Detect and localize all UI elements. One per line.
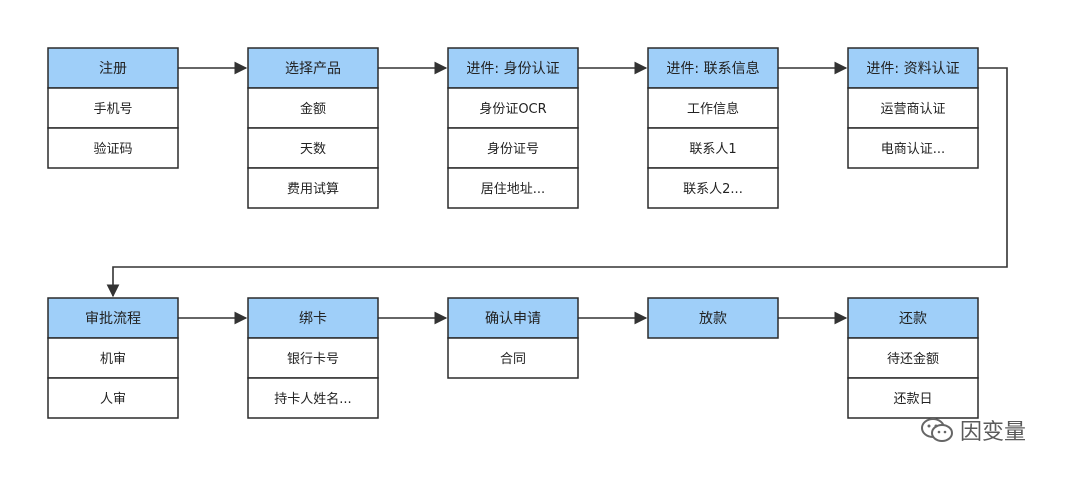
watermark: 因变量 (920, 414, 1026, 446)
node-header-label: 确认申请 (485, 311, 541, 327)
node-item-label: 银行卡号 (287, 352, 339, 367)
node-item-label: 身份证号 (487, 141, 539, 157)
node-header-box (847, 47, 979, 89)
node-item-label: 联系人1 (689, 142, 736, 157)
node-item-label: 验证码 (93, 141, 132, 157)
node-item-label: 费用试算 (287, 182, 339, 197)
wrap-flow-arrow (106, 67, 1008, 298)
node-item-box (847, 337, 979, 379)
node-header-box (447, 297, 579, 339)
node-item-box (647, 167, 779, 209)
node-header-box (847, 297, 979, 339)
watermark-text: 因变量 (960, 420, 1027, 445)
node-header-box (647, 297, 779, 339)
node-item-label: 手机号 (93, 102, 132, 117)
node-header-box (47, 297, 179, 339)
node-header-box (247, 297, 379, 339)
node-header-label: 放款 (699, 311, 727, 327)
node-item-box (247, 377, 379, 419)
node-item-box (447, 87, 579, 129)
node-item-label: 合同 (500, 352, 526, 367)
flow-node: 放款 (647, 297, 779, 339)
node-item-label: 机审 (100, 352, 126, 367)
flow-node: 进件: 资料认证运营商认证电商认证... (847, 47, 979, 169)
node-item-box (47, 127, 179, 169)
node-header-label: 还款 (899, 311, 927, 327)
node-item-box (647, 127, 779, 169)
node-item-label: 持卡人姓名... (274, 391, 351, 407)
node-item-label: 金额 (300, 101, 326, 117)
node-header-label: 审批流程 (85, 311, 141, 327)
wechat-icon (921, 418, 953, 442)
node-item-label: 电商认证... (881, 142, 945, 157)
node-header-label: 选择产品 (285, 61, 341, 77)
node-item-box (847, 127, 979, 169)
node-header-box (447, 47, 579, 89)
node-item-box (847, 87, 979, 129)
node-header-label: 进件: 联系信息 (666, 60, 759, 77)
node-item-label: 天数 (300, 142, 326, 157)
node-header-label: 进件: 身份认证 (466, 61, 559, 77)
node-item-label: 工作信息 (687, 101, 739, 117)
node-item-box (847, 377, 979, 419)
node-item-box (47, 377, 179, 419)
node-item-label: 身份证OCR (479, 101, 546, 117)
node-header-label: 注册 (99, 61, 127, 77)
node-item-label: 人审 (100, 392, 126, 407)
node-item-label: 还款日 (893, 392, 932, 407)
flow-node: 绑卡银行卡号持卡人姓名... (247, 297, 379, 419)
node-item-label: 联系人2... (683, 182, 743, 197)
node-item-box (247, 167, 379, 209)
node-item-box (647, 87, 779, 129)
node-item-label: 待还金额 (887, 351, 939, 367)
node-header-label: 绑卡 (299, 311, 327, 327)
node-header-box (647, 47, 779, 89)
node-item-box (447, 167, 579, 209)
node-item-label: 居住地址... (481, 182, 545, 197)
node-item-box (447, 337, 579, 379)
node-header-box (47, 47, 179, 89)
node-header-label: 进件: 资料认证 (866, 61, 959, 77)
node-item-label: 运营商认证 (880, 102, 945, 117)
